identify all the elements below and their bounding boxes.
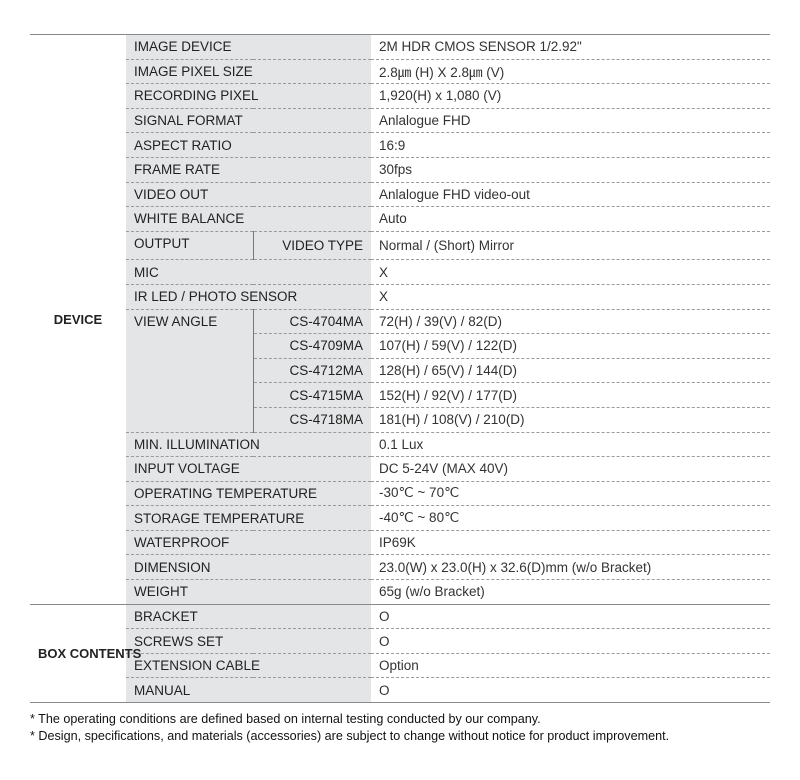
footnote: * The operating conditions are defined b… [30,712,541,726]
spec-label: IMAGE DEVICE [126,34,371,60]
spec-label: DIMENSION [126,554,371,581]
spec-label: ASPECT RATIO [126,132,371,158]
footnote: * Design, specifications, and materials … [30,729,670,743]
spec-label: MIN. ILLUMINATION [126,432,371,458]
spec-value: 152(H) / 92(V) / 177(D) [371,382,770,408]
spec-value: Auto [371,206,770,232]
spec-label: MIC [126,259,371,285]
spec-label: BRACKET [126,604,371,630]
spec-label: STORAGE TEMPERATURE [126,505,371,531]
spec-sublabel: CS-4718MA [253,407,371,433]
spec-label: INPUT VOLTAGE [126,456,371,482]
spec-value: 181(H) / 108(V) / 210(D) [371,407,770,433]
spec-row: WEIGHT 65g (w/o Bracket) [30,579,770,605]
spec-label: OPERATING TEMPERATURE [126,481,371,507]
spec-value: IP69K [371,530,770,556]
spec-sublabel: CS-4709MA [253,333,371,359]
footnotes: * The operating conditions are defined b… [30,711,669,745]
spec-label: VIDEO OUT [126,182,371,208]
spec-value: 72(H) / 39(V) / 82(D) [371,309,770,335]
spec-label: FRAME RATE [126,157,371,183]
spec-label: VIEW ANGLE [126,309,254,433]
spec-value: O [379,682,390,698]
spec-label: WEIGHT [126,579,371,605]
spec-value: 0.1 Lux [371,432,770,458]
spec-value: DC 5-24V (MAX 40V) [371,456,770,482]
spec-value: Normal / (Short) Mirror [371,231,770,261]
section-category: BOX CONTENTS [38,645,142,661]
spec-label: WATERPROOF [126,530,371,556]
spec-value: Option [371,653,770,679]
spec-row: STORAGE TEMPERATURE-40℃ ~ 80℃ [30,505,770,531]
spec-label: RECORDING PIXEL [126,83,371,109]
spec-sublabel: CS-4704MA [253,309,371,335]
spec-label: SCREWS SET [126,628,371,654]
spec-label: MANUAL [126,677,371,703]
spec-value: 128(H) / 65(V) / 144(D) [371,358,770,384]
spec-value: 30fps [371,157,770,183]
spec-value: Anlalogue FHD video-out [371,182,770,208]
spec-value: 2M HDR CMOS SENSOR 1/2.92" [371,34,770,60]
spec-row: MANUAL O [30,677,770,703]
spec-sublabel: CS-4712MA [253,358,371,384]
spec-value: 23.0(W) x 23.0(H) x 32.6(D)mm (w/o Brack… [371,554,770,581]
spec-value: -40℃ ~ 80℃ [371,505,770,531]
spec-value: O [371,604,770,630]
spec-value: 2.8㎛ (H) X 2.8㎛ (V) [371,59,770,85]
spec-label: IR LED / PHOTO SENSOR [126,284,371,310]
spec-sublabel: VIDEO TYPE [253,231,371,261]
spec-value: 16:9 [371,132,770,158]
spec-value: 1,920(H) x 1,080 (V) [371,83,770,109]
spec-value: X [371,284,770,310]
spec-value: X [371,259,770,285]
spec-value: -30℃ ~ 70℃ [371,481,770,507]
spec-label: SIGNAL FORMAT [126,108,371,134]
spec-label: OUTPUT [126,231,254,261]
spec-value: Anlalogue FHD [371,108,770,134]
spec-label: EXTENSION CABLE [126,653,371,679]
spec-label: WHITE BALANCE [126,206,371,232]
spec-value: 107(H) / 59(V) / 122(D) [371,333,770,359]
spec-sublabel: CS-4715MA [253,382,371,408]
spec-value: 65g (w/o Bracket) [379,584,485,600]
spec-value: O [371,628,770,654]
spec-row: OPERATING TEMPERATURE-30℃ ~ 70℃ [30,481,770,507]
section-category: DEVICE [53,311,103,327]
spec-label: IMAGE PIXEL SIZE [126,59,371,85]
